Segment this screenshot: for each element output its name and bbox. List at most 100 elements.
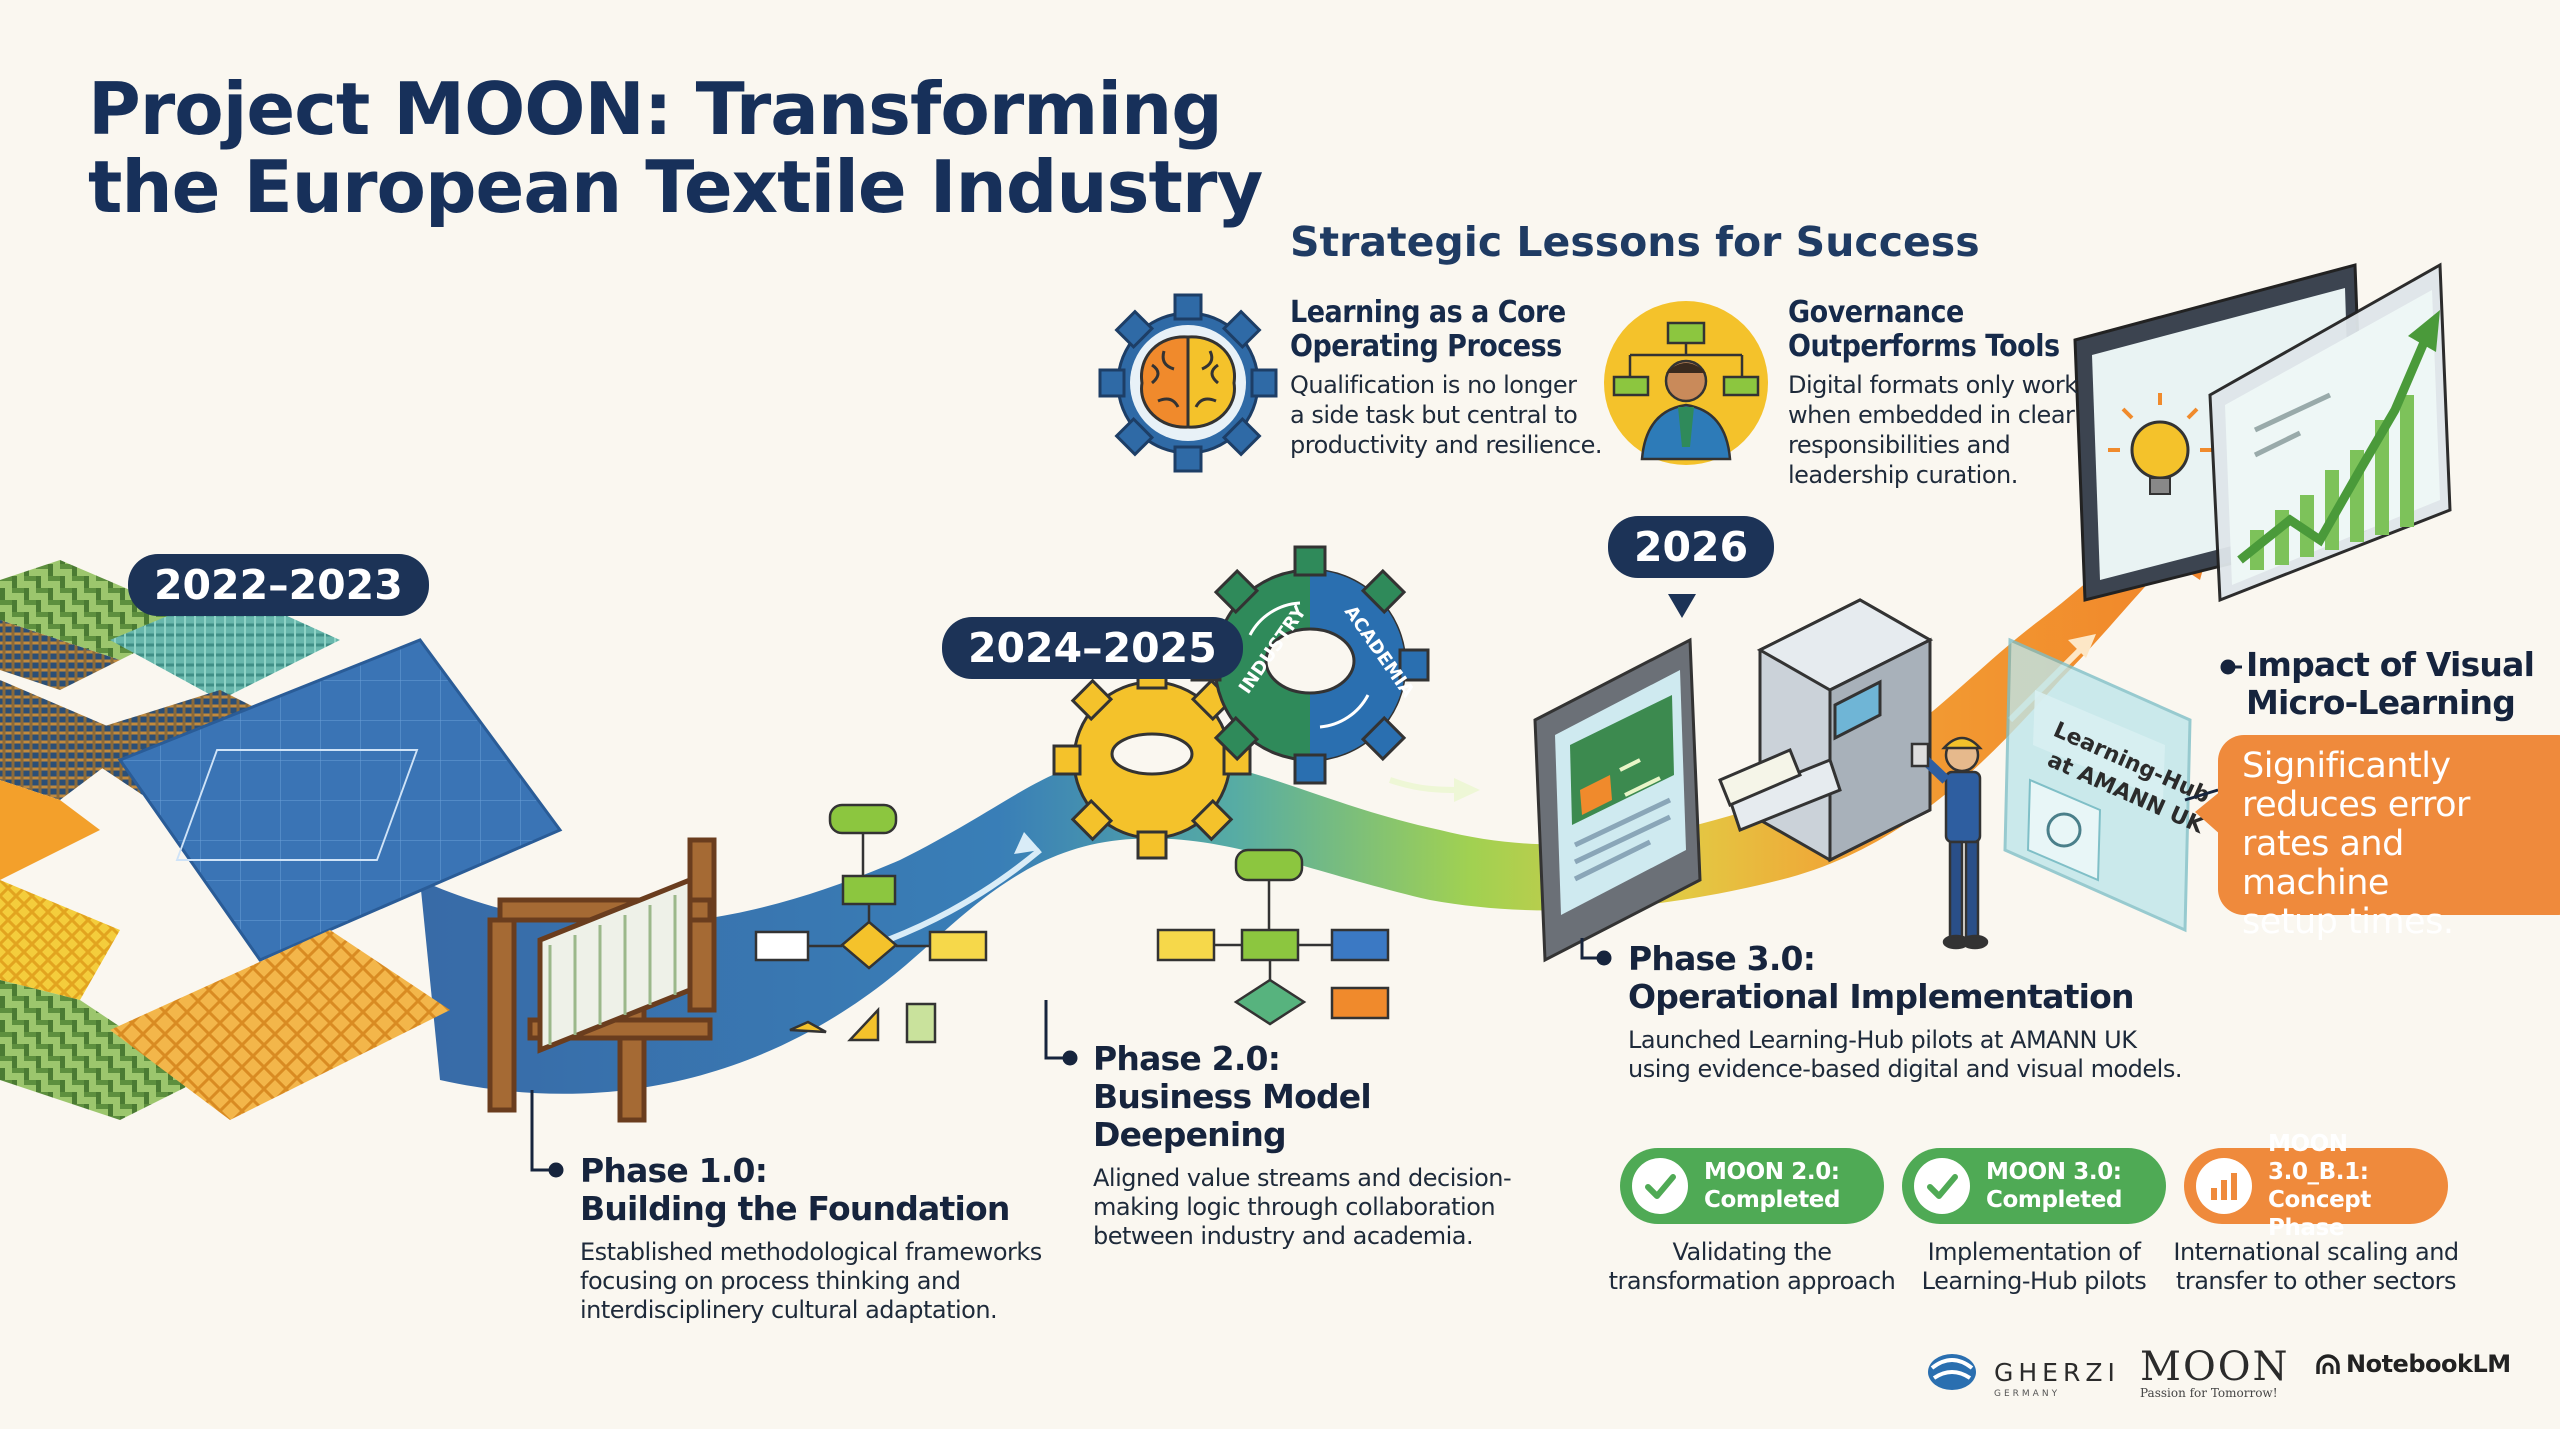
dashboard-monitors: [2073, 262, 2452, 603]
year-badge-2024-2025: 2024–2025: [942, 617, 1243, 679]
moon-logo: MOON Passion for Tomorrow!: [2140, 1346, 2290, 1400]
impact-title: Impact of Visual Micro-Learning: [2246, 646, 2546, 722]
status-desc-moon-2-0: Validating the transformation approach: [1600, 1238, 1904, 1296]
lesson-title-line: Operating Process: [1290, 329, 1562, 364]
phase-3: Phase 3.0: Operational Implementation La…: [1628, 940, 2188, 1084]
lesson-text-line: leadership curation.: [1788, 461, 2018, 489]
year-badge-2022-2023: 2022–2023: [128, 554, 429, 616]
lesson-title: Governance Outperforms Tools: [1788, 296, 2118, 364]
governance-leader-icon: [1604, 301, 1768, 465]
phase-title-line: Building the Foundation: [580, 1189, 1010, 1228]
phase-text-line: Established methodological frameworks: [580, 1238, 1042, 1266]
phase-2: Phase 2.0: Business Model Deepening Alig…: [1093, 1040, 1573, 1251]
impact-title-line: Micro-Learning: [2246, 683, 2516, 722]
lesson-text-line: a side task but central to: [1290, 401, 1578, 429]
page-title: Project MOON: Transforming the European …: [88, 70, 1288, 226]
lesson-text-line: Qualification is no longer: [1290, 371, 1577, 399]
bar-chart-icon: [2196, 1158, 2252, 1214]
impact-callout-line: reduces error: [2242, 785, 2470, 825]
status-label-line: MOON 2.0:: [1704, 1159, 1840, 1185]
phase-text-line: Launched Learning-Hub pilots at AMANN UK: [1628, 1026, 2137, 1054]
phase-title: Phase 2.0: Business Model Deepening: [1093, 1040, 1573, 1154]
phase-title: Phase 3.0: Operational Implementation: [1628, 940, 2188, 1016]
status-label-line: Completed: [1704, 1187, 1841, 1213]
status-desc-line: Learning-Hub pilots: [1921, 1267, 2147, 1295]
check-icon: [1632, 1158, 1688, 1214]
phase-text-line: Aligned value streams and decision-: [1093, 1164, 1512, 1192]
status-label: MOON 2.0: Completed: [1704, 1158, 1840, 1214]
status-label: MOON 3.0: Completed: [1986, 1158, 2122, 1214]
year-badge-2026: 2026: [1608, 516, 1775, 578]
phase-text: Established methodological frameworks fo…: [580, 1238, 1060, 1325]
impact-callout: Significantly reduces error rates and ma…: [2218, 735, 2560, 942]
status-desc-moon-3-0: Implementation of Learning-Hub pilots: [1882, 1238, 2186, 1296]
impact-title-line: Impact of Visual: [2246, 645, 2535, 684]
moon-logo-sub: Passion for Tomorrow!: [2140, 1386, 2278, 1400]
phase-title-line: Phase 2.0:: [1093, 1039, 1281, 1078]
phase-text-line: making logic through collaboration: [1093, 1193, 1496, 1221]
lessons-heading: Strategic Lessons for Success: [1290, 218, 1980, 266]
gherzi-logo: GHERZI GERMANY: [1994, 1358, 2120, 1399]
check-icon: [1914, 1158, 1970, 1214]
status-label: MOON 3.0_B.1: Concept Phase: [2268, 1130, 2448, 1242]
brain-gear-icon: [1098, 293, 1278, 473]
worker-illustration: [1910, 736, 1989, 950]
page-title-line2: the European Textile Industry: [88, 145, 1263, 229]
lesson-text-line: when embedded in clear: [1788, 401, 2075, 429]
gherzi-logo-text: GHERZI: [1994, 1358, 2120, 1387]
textile-swatches: [0, 560, 563, 1120]
status-label-line: Concept Phase: [2268, 1187, 2371, 1241]
lesson-title-line: Outperforms Tools: [1788, 329, 2060, 364]
gherzi-logo-sub: GERMANY: [1994, 1389, 2061, 1399]
impact-callout-line: Significantly: [2242, 746, 2451, 786]
phase-connectors: [530, 659, 2242, 1178]
flowchart-phase2: [1156, 848, 1390, 1026]
lesson-text: Qualification is no longer a side task b…: [1290, 370, 1620, 460]
phase-text-line: interdisciplinery cultural adaptation.: [580, 1296, 998, 1324]
impact-callout-line: rates and machine: [2242, 824, 2404, 903]
lesson-learning-core: Learning as a Core Operating Process Qua…: [1290, 296, 1620, 460]
phase-text-line: using evidence-based digital and visual …: [1628, 1055, 2182, 1083]
path-arrow-2: [1389, 777, 1461, 793]
badge-pointer-2026: [1668, 594, 1696, 618]
status-label-line: Completed: [1986, 1187, 2123, 1213]
status-desc-line: transformation approach: [1608, 1267, 1896, 1295]
status-moon-3-0: MOON 3.0: Completed: [1902, 1148, 2166, 1224]
page-title-line1: Project MOON: Transforming: [88, 67, 1223, 151]
phase-title-line: Business Model Deepening: [1093, 1077, 1372, 1154]
phase-text-line: focusing on process thinking and: [580, 1267, 961, 1295]
phase-title-line: Phase 3.0:: [1628, 939, 1816, 978]
lesson-text: Digital formats only work when embedded …: [1788, 370, 2118, 490]
status-label-line: MOON 3.0_B.1:: [2268, 1131, 2369, 1185]
phase-text: Launched Learning-Hub pilots at AMANN UK…: [1628, 1026, 2188, 1084]
learning-hub-screen: Learning-Hub at AMANN UK: [2003, 637, 2213, 933]
phase-title-line: Operational Implementation: [1628, 977, 2134, 1016]
industrial-machine-illustration: [1718, 598, 1934, 863]
lesson-title-line: Learning as a Core: [1290, 295, 1566, 330]
gherzi-logo-mark: [1928, 1354, 1976, 1390]
notebooklm-logo-mark: [2316, 1354, 2340, 1374]
status-desc-line: Validating the: [1672, 1238, 1832, 1266]
loom-illustration: [487, 837, 717, 1123]
moon-logo-text: MOON: [2140, 1344, 2290, 1390]
lesson-text-line: Digital formats only work: [1788, 371, 2078, 399]
lesson-title-line: Governance: [1788, 295, 1964, 330]
flowchart-phase1: [754, 803, 988, 1044]
status-moon-2-0: MOON 2.0: Completed: [1620, 1148, 1884, 1224]
status-moon-3-0-b1: MOON 3.0_B.1: Concept Phase: [2184, 1131, 2448, 1241]
impact-box-pointer: [2195, 790, 2222, 836]
lesson-text-line: responsibilities and: [1788, 431, 2011, 459]
lesson-text-line: productivity and resilience.: [1290, 431, 1603, 459]
phase-title: Phase 1.0: Building the Foundation: [580, 1152, 1060, 1228]
impact-callout-line: setup times.: [2242, 902, 2454, 942]
status-desc-line: transfer to other sectors: [2175, 1267, 2457, 1295]
phase-text-line: between industry and academia.: [1093, 1222, 1474, 1250]
phase-title-line: Phase 1.0:: [580, 1151, 768, 1190]
status-desc-line: Implementation of: [1927, 1238, 2141, 1266]
status-label-line: MOON 3.0:: [1986, 1159, 2122, 1185]
tablet-illustration: [1533, 637, 1702, 963]
status-desc-line: International scaling and: [2173, 1238, 2459, 1266]
status-desc-moon-3-0-b1: International scaling and transfer to ot…: [2156, 1238, 2476, 1296]
notebooklm-logo: NotebookLM: [2346, 1350, 2511, 1378]
